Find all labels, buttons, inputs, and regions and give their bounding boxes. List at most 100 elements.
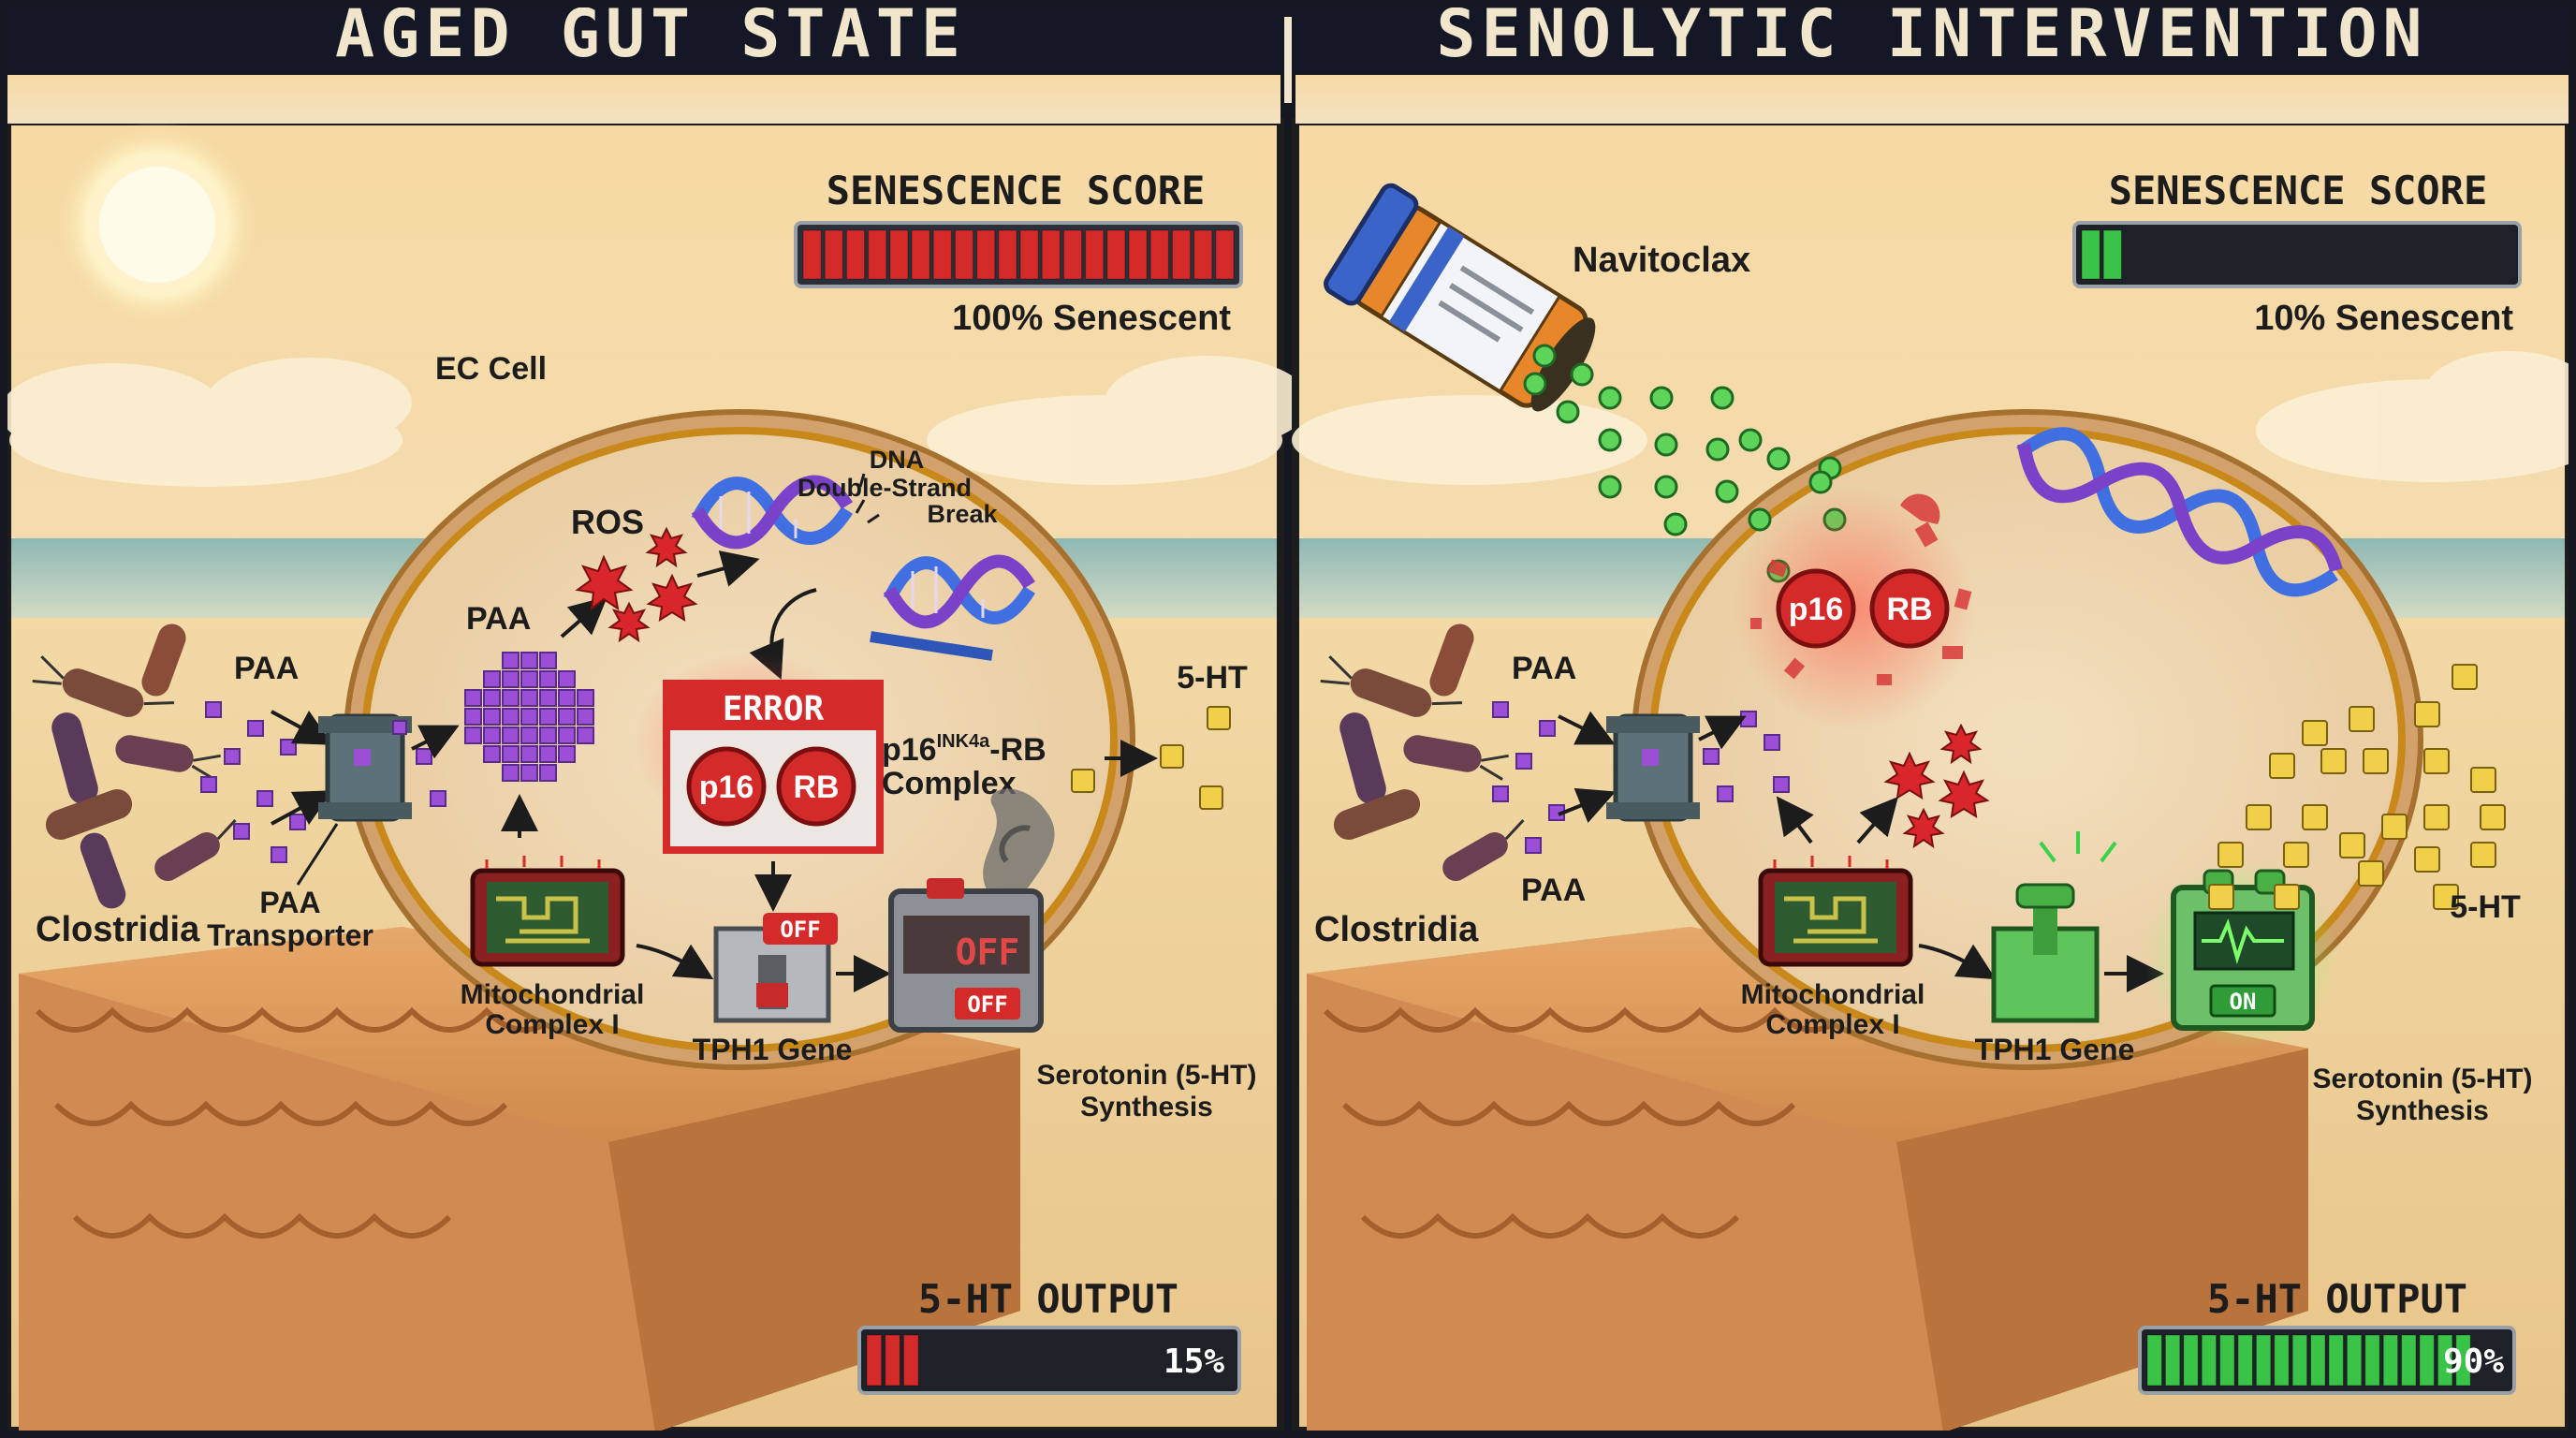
left-dna-helix: [691, 473, 1035, 661]
left-score-segment: [1128, 229, 1148, 280]
paa-molecule: [502, 652, 520, 669]
left-score-segment: [954, 229, 974, 280]
navitoclax-particle: [1532, 344, 1557, 368]
left-mito-label-1: Mitochondrial: [461, 979, 645, 1010]
right-dna-helix: [2016, 427, 2343, 597]
paa-transporter: [318, 713, 412, 822]
left-score-segment: [911, 229, 930, 280]
left-score-segment: [1085, 229, 1105, 280]
left-mito-label-2: Complex I: [485, 1009, 619, 1040]
paa-molecule: [539, 652, 557, 669]
left-output-bar: [857, 1326, 1241, 1395]
serotonin-molecule: [2423, 748, 2450, 774]
left-score-segment: [845, 229, 866, 280]
left-score-segment: [1041, 229, 1061, 280]
serotonin-molecule: [2363, 748, 2389, 774]
serotonin-molecule: [2339, 832, 2365, 858]
right-output-segment: [2274, 1334, 2290, 1387]
left-output-percent: 15%: [1164, 1343, 1224, 1381]
transporter-pointer: [296, 823, 339, 886]
serotonin-molecule: [2470, 767, 2496, 793]
error-label: ERROR: [723, 690, 825, 728]
serotonin-molecule: [2302, 720, 2328, 746]
right-score-label: SENESCENCE SCORE: [2109, 168, 2488, 213]
serotonin-molecule: [2274, 884, 2300, 910]
right-output-segment: [2255, 1334, 2272, 1387]
destroyed-p16-rb: [1732, 487, 1975, 730]
navitoclax-particle: [1663, 512, 1688, 536]
navitoclax-particle: [1556, 400, 1580, 424]
right-paa-bottom-label: PAA: [1521, 873, 1586, 908]
left-score-segment: [1062, 229, 1083, 280]
right-paa-top-label: PAA: [1512, 651, 1576, 686]
navitoclax-bottle: [1324, 183, 1596, 412]
serotonin-molecule: [2414, 701, 2440, 727]
complex-rb-suffix: -RB: [989, 732, 1046, 768]
paa-molecule: [520, 745, 538, 763]
dna-break-label-3: Break: [927, 500, 998, 528]
right-output-segment: [2219, 1334, 2235, 1387]
left-p16-label: p16: [699, 770, 754, 805]
left-transporter-label-2: Transporter: [207, 918, 373, 952]
right-ros-particles: [1883, 723, 1990, 849]
left-tph1-label: TPH1 Gene: [693, 1033, 853, 1066]
paa-molecule: [502, 745, 520, 763]
right-output-segment: [2201, 1334, 2217, 1387]
paa-molecule: [558, 708, 576, 726]
paa-molecule: [558, 689, 576, 707]
paa-cluster: [464, 652, 594, 782]
left-paa-outer-label: PAA: [234, 651, 299, 686]
right-output-segment: [2164, 1334, 2181, 1387]
right-output-bar: [2138, 1326, 2516, 1395]
navitoclax-particle: [1598, 475, 1622, 499]
paa-molecule: [558, 726, 576, 744]
left-serotonin-label-2: Synthesis: [1080, 1092, 1213, 1123]
serotonin-molecule: [2433, 884, 2459, 910]
navitoclax-particle: [1654, 433, 1678, 457]
right-score-segment: [2081, 229, 2100, 280]
serotonin-molecule: [2452, 664, 2478, 690]
paa-molecule: [539, 708, 557, 726]
navitoclax-particle: [1710, 386, 1734, 410]
complex-label-1: p16INK4a-RB: [882, 731, 1046, 768]
navitoclax-particle: [1766, 447, 1791, 471]
serotonin-molecule: [2208, 884, 2234, 910]
paa-molecule: [539, 745, 557, 763]
machine-on-label: ON: [2230, 989, 2257, 1015]
right-senescence-bar: [2072, 221, 2522, 288]
drug-label: Navitoclax: [1573, 241, 1750, 280]
left-score-text: 100% Senescent: [952, 299, 1231, 338]
serotonin-molecule: [2423, 804, 2450, 830]
paa-molecule: [539, 670, 557, 688]
left-panel-title: AGED GUT STATE: [335, 0, 966, 72]
left-serotonin-label-1: Serotonin (5-HT): [1037, 1060, 1257, 1091]
right-output-segment: [2146, 1334, 2162, 1387]
navitoclax-particle: [1705, 437, 1730, 462]
serotonin-molecule: [2349, 706, 2375, 732]
ros-particles: [575, 526, 698, 643]
paa-molecule: [502, 708, 520, 726]
left-clostridia-label: Clostridia: [36, 910, 200, 949]
right-arrow-paa-2: [1558, 787, 1617, 823]
left-score-segment: [1019, 229, 1039, 280]
active-serotonin-machine: [2144, 861, 2340, 1049]
left-output-segment: [902, 1334, 919, 1387]
serotonin-molecule: [2470, 842, 2496, 868]
arrow-transporter-to-paa: [411, 725, 460, 759]
right-arrow-mito-paa: [1776, 796, 1814, 844]
navitoclax-particle: [1654, 475, 1678, 499]
right-output-segment: [2310, 1334, 2326, 1387]
arrow-paa-to-transporter-2: [271, 790, 333, 826]
serotonin-molecule: [2283, 842, 2309, 868]
right-tph1-switch: [1991, 831, 2117, 1023]
left-output-label: 5-HT OUTPUT: [918, 1276, 1178, 1322]
paa-molecule: [502, 670, 520, 688]
paa-molecule: [558, 745, 576, 763]
paa-molecule: [520, 764, 538, 782]
left-rb-label: RB: [793, 770, 839, 805]
left-score-segment: [1106, 229, 1126, 280]
serotonin-molecule: [2381, 814, 2408, 840]
arrow-paa-to-ros: [560, 596, 608, 638]
paa-molecule: [502, 726, 520, 744]
paa-molecule: [483, 745, 501, 763]
